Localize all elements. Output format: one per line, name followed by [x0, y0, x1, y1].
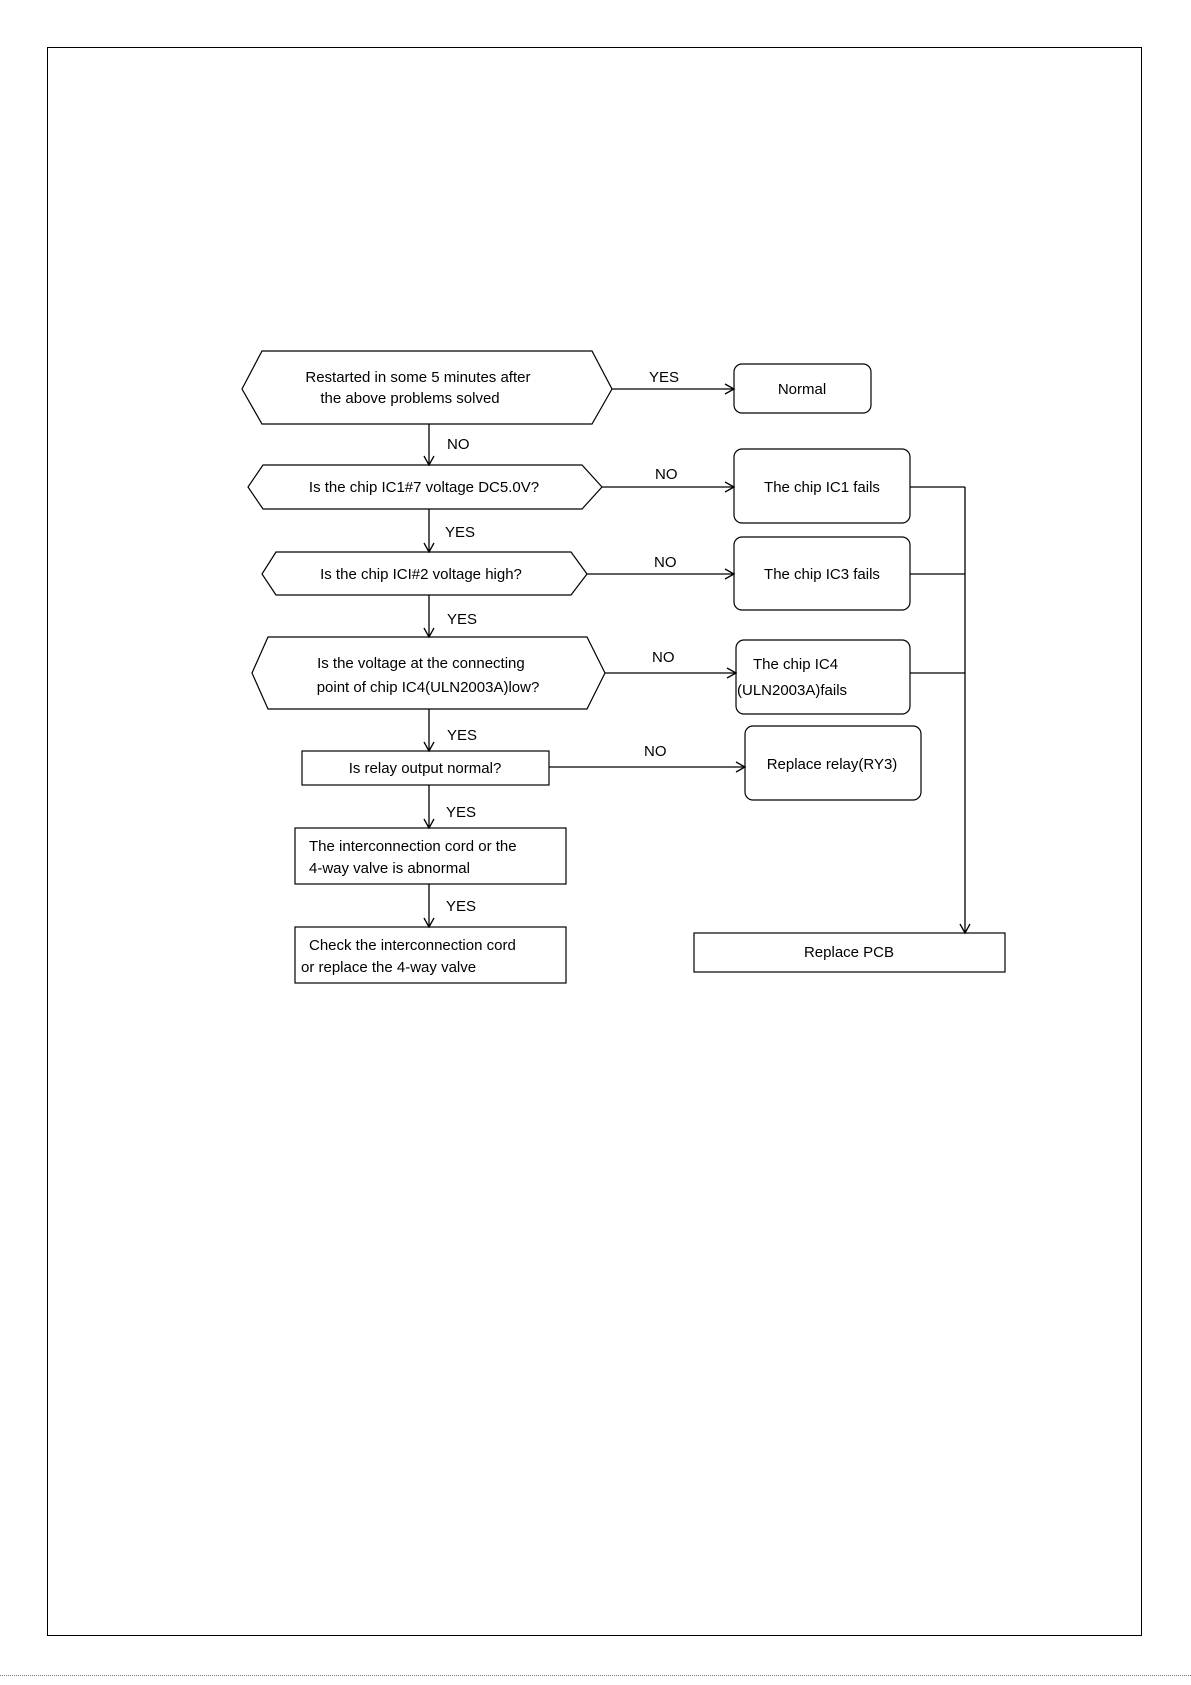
- edge-label-relay-no: NO: [644, 743, 667, 760]
- edge-label-restarted-yes: YES: [649, 369, 679, 386]
- edge-label-ic1-no: NO: [655, 466, 678, 483]
- restarted-decision-shape: [241, 350, 613, 425]
- page-frame: [47, 47, 1142, 1636]
- ic4-fails-box-text: The chip IC4 (ULN2003A)fails: [737, 656, 847, 699]
- ic4-voltage-decision-text: Is the voltage at the connecting point o…: [317, 655, 540, 696]
- edge-label-ic4-no: NO: [652, 649, 675, 666]
- edge-label-ic3-yes: YES: [447, 611, 477, 628]
- ic3-voltage-decision-shape: [261, 551, 588, 596]
- edge-label-ic4-yes: YES: [447, 727, 477, 744]
- edge-label-ic3-no: NO: [654, 554, 677, 571]
- restarted-decision-text: Restarted in some 5 minutes after the ab…: [305, 369, 534, 407]
- cord-abnormal-box-shape: [294, 827, 567, 885]
- check-cord-box-shape: [294, 926, 567, 984]
- normal-box-text: Normal: [778, 381, 826, 398]
- ic1-voltage-decision-shape: [247, 464, 603, 510]
- ic4-fails-box-shape: [735, 639, 911, 715]
- edge-label-relay-yes: YES: [446, 804, 476, 821]
- ic1-voltage-decision-text: Is the chip IC1#7 voltage DC5.0V?: [309, 479, 539, 496]
- ic1-fails-box-text: The chip IC1 fails: [764, 479, 880, 496]
- ic4-voltage-decision-shape: [251, 636, 606, 710]
- relay-output-box-shape: [301, 750, 550, 786]
- cord-abnormal-box-text: The interconnection cord or the 4-way va…: [309, 838, 521, 877]
- replace-relay-box-text: Replace relay(RY3): [767, 756, 898, 773]
- replace-pcb-box-shape: [693, 932, 1006, 973]
- ic3-fails-box-text: The chip IC3 fails: [764, 566, 880, 583]
- page-bottom-dotted-rule: [0, 1675, 1191, 1676]
- edge-label-ic1-yes: YES: [445, 524, 475, 541]
- edge-label-cord-yes: YES: [446, 898, 476, 915]
- edge-label-restarted-no: NO: [447, 436, 470, 453]
- ic3-voltage-decision-text: Is the chip ICI#2 voltage high?: [320, 566, 522, 583]
- relay-output-box-text: Is relay output normal?: [349, 760, 502, 777]
- replace-pcb-box-text: Replace PCB: [804, 944, 894, 961]
- check-cord-box-text: Check the interconnection cord or replac…: [301, 937, 520, 976]
